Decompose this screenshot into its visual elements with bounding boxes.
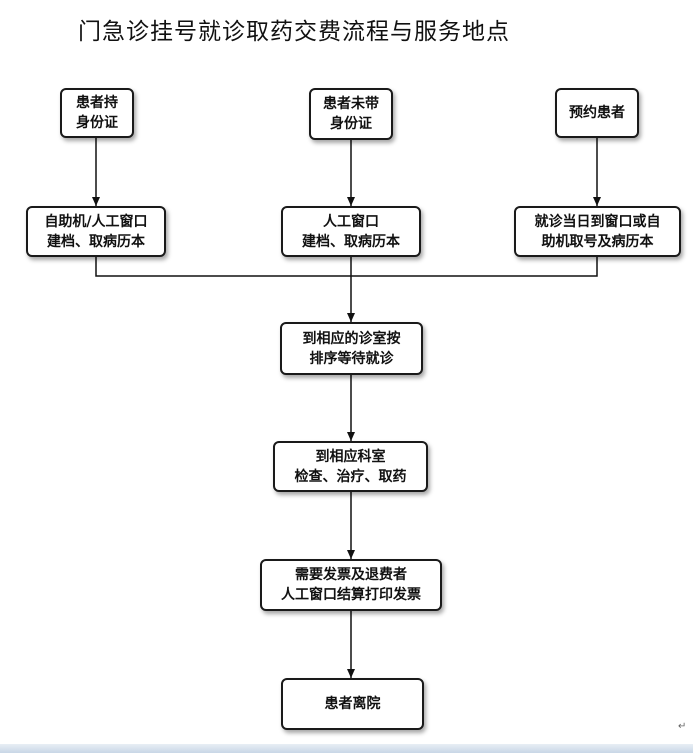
node-wait-consultation: 到相应的诊室按 排序等待就诊 — [280, 322, 423, 375]
page-title: 门急诊挂号就诊取药交费流程与服务地点 — [78, 19, 510, 45]
node-reserved-patient: 预约患者 — [555, 88, 639, 138]
node-department-services: 到相应科室 检查、治疗、取药 — [273, 441, 428, 492]
node-patient-without-id: 患者未带 身份证 — [309, 88, 393, 140]
node-patient-leaves: 患者离院 — [281, 678, 424, 730]
node-patient-with-id: 患者持 身份证 — [60, 88, 134, 138]
node-same-day-ticket: 就诊当日到窗口或自 助机取号及病历本 — [514, 206, 681, 257]
node-manual-window-registration: 人工窗口 建档、取病历本 — [281, 206, 421, 257]
node-self-service-registration: 自助机/人工窗口 建档、取病历本 — [26, 206, 166, 257]
node-invoice-refund: 需要发票及退费者 人工窗口结算打印发票 — [260, 559, 442, 611]
window-bottom-strip — [0, 744, 693, 753]
paragraph-mark: ↵ — [678, 721, 687, 732]
merge-line — [95, 257, 598, 277]
